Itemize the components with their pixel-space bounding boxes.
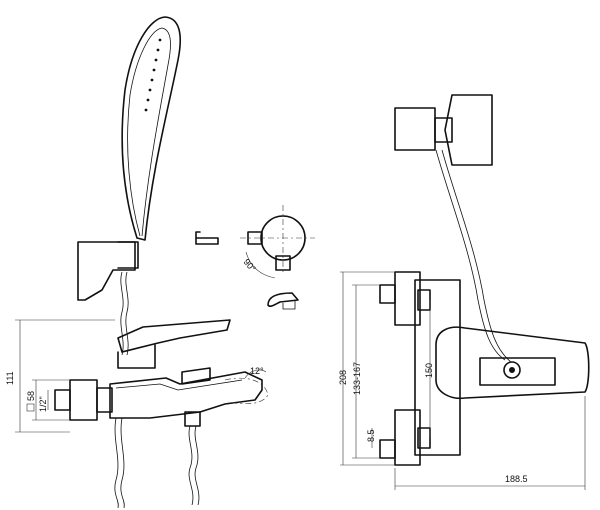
left-dimensions: 111 58 1/2" 12° [5,319,267,433]
dim-188-5: 188.5 [505,474,528,484]
rotation-detail: 90° [195,205,315,310]
dim-58: 58 [26,391,36,401]
shower-nozzles [144,38,162,112]
dim-150: 150 [424,363,434,378]
right-dimensions: 208 133-167 8.5 150 188.5 [338,271,586,490]
hand-shower-front-view [54,16,269,509]
dim-133-167: 133-167 [352,362,362,395]
dim-8-5: 8.5 [366,429,376,442]
angle-12: 12° [250,366,264,376]
dim-1-2: 1/2" [38,396,48,412]
dim-111: 111 [5,371,15,385]
side-view [379,94,590,466]
dim-208: 208 [338,370,348,385]
angle-90: 90° [241,257,258,274]
